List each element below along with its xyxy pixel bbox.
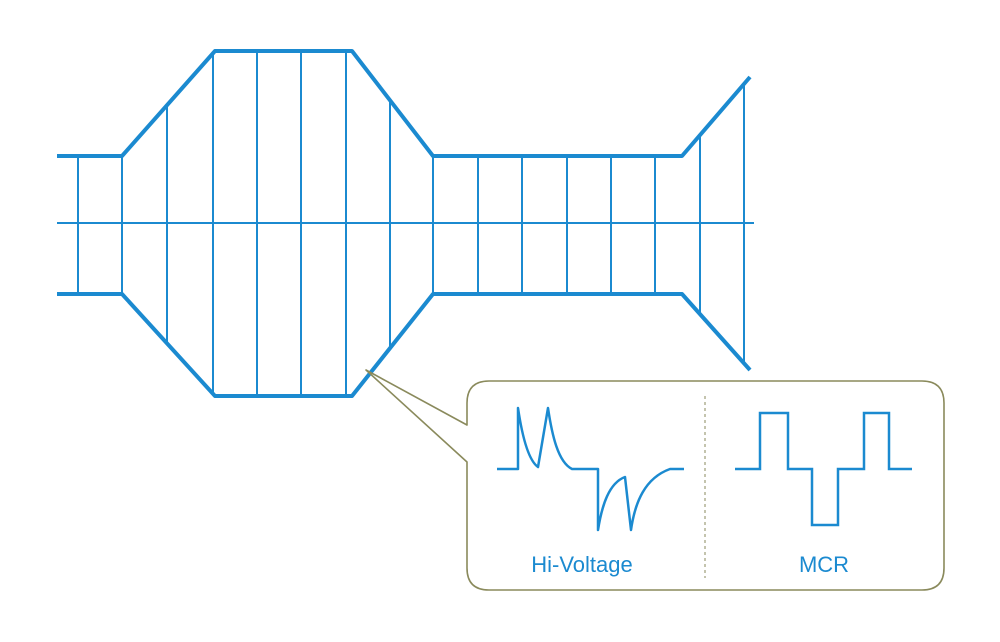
mcr-waveform (735, 411, 912, 527)
mcr-label: MCR (799, 552, 849, 577)
pipe-outline-top (57, 49, 752, 158)
hi-voltage-waveform (497, 406, 684, 532)
hi-voltage-label: Hi-Voltage (531, 552, 633, 577)
callout-bubble (365, 369, 945, 591)
pipe-ribs (77, 51, 745, 396)
